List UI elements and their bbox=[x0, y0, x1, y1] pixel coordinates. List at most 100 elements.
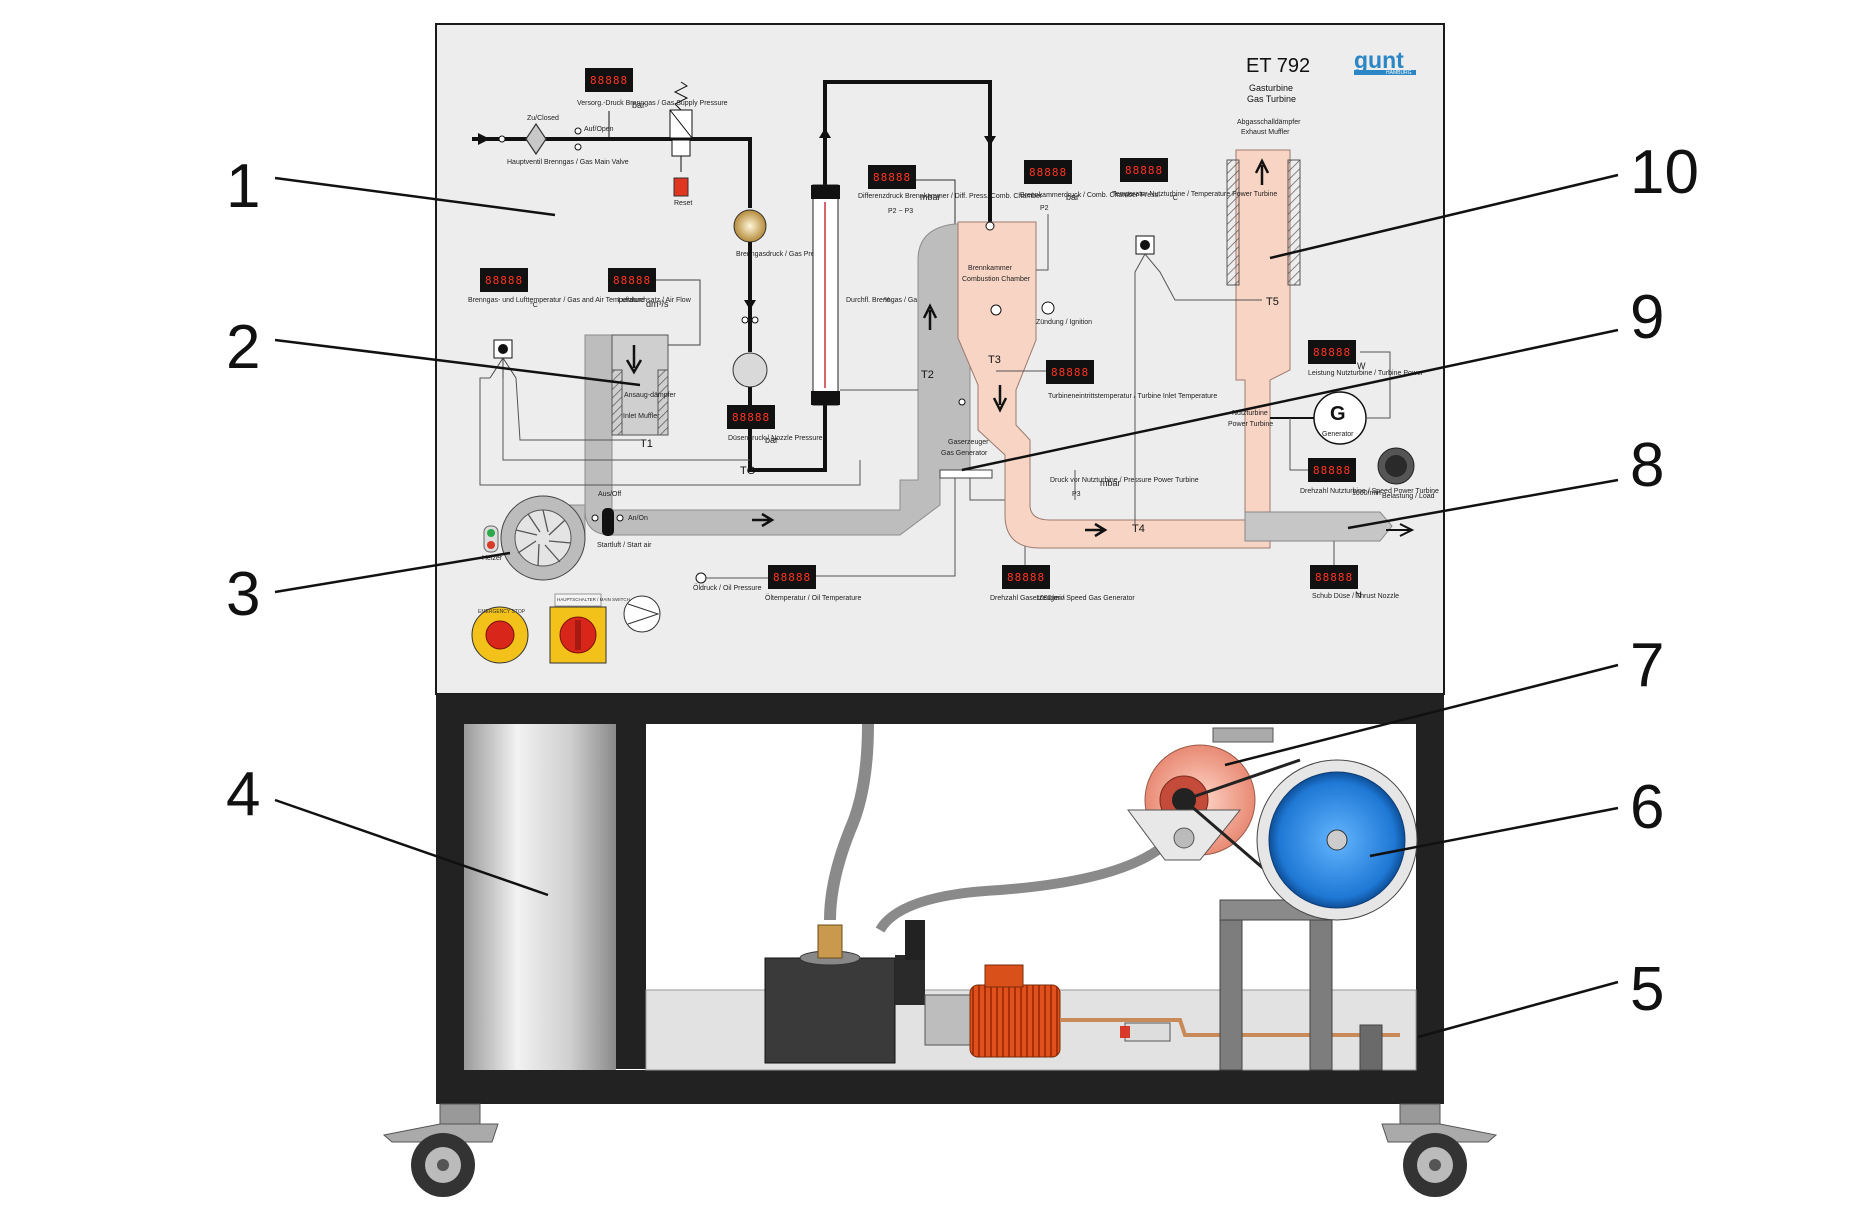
display-gas-supply-pressure-reading: 88888 bbox=[590, 74, 628, 87]
tg-label: TG bbox=[740, 465, 755, 477]
display-turbine-inlet-temp bbox=[1046, 360, 1094, 384]
exhaust-out-arrow bbox=[1386, 523, 1415, 537]
callout-5: 5 bbox=[1630, 955, 1664, 1024]
gas-generator-en: Gas Generator bbox=[941, 450, 988, 457]
title-de: Gasturbine bbox=[1249, 83, 1293, 93]
air-hose bbox=[824, 723, 874, 921]
main-valve-label: Hauptventil Brenngas / Gas Main Valve bbox=[507, 159, 629, 166]
load-knob-center[interactable] bbox=[1385, 455, 1407, 477]
gas-pressure-gauge bbox=[733, 209, 767, 243]
pressure-switch bbox=[1124, 1022, 1171, 1042]
load-label: Belastung / Load bbox=[1382, 493, 1435, 500]
display-turbine-power-reading: 88888 bbox=[1313, 346, 1351, 359]
gunt-logo-sub: HAMBURG bbox=[1386, 70, 1412, 76]
display-speed-power-turbine bbox=[1308, 458, 1356, 482]
t4-label: T4 bbox=[1132, 523, 1145, 535]
flow-point-2 bbox=[751, 316, 759, 324]
gas-main-valve[interactable] bbox=[525, 122, 547, 156]
speed-power-turbine-label: Drehzahl Nutzturbine / Speed Power Turbi… bbox=[1300, 488, 1439, 495]
compressor-wheel bbox=[514, 509, 572, 567]
air-flow-unit: dm³/s bbox=[646, 299, 669, 309]
gas-regulator bbox=[732, 352, 768, 388]
callout-10: 10 bbox=[1630, 138, 1699, 207]
reset-label: Reset bbox=[674, 200, 692, 207]
main-switch-handle[interactable] bbox=[575, 620, 581, 650]
oil-hose bbox=[875, 836, 1174, 933]
rotameter-bottom-cap bbox=[811, 391, 840, 405]
drive-belt-top bbox=[1183, 758, 1301, 802]
display-nozzle-pressure bbox=[727, 405, 775, 429]
gas-supply-pressure-label: Versorg.-Druck Brenngas / Gas Supply Pre… bbox=[577, 100, 728, 107]
comb-chamber-pressure-unit: bar bbox=[1066, 192, 1079, 202]
display-diff-pressure-reading: 88888 bbox=[873, 171, 911, 184]
inlet-muffler-de: Ansaug-dämpfer bbox=[624, 392, 676, 399]
speed-gas-generator-label: Drehzahl Gaserzeuger / Speed Gas Generat… bbox=[990, 595, 1135, 602]
motor-terminal-box bbox=[984, 964, 1024, 988]
diff-pressure-formula: P2 − P3 bbox=[888, 208, 913, 215]
emergency-stop-button[interactable] bbox=[485, 620, 515, 650]
temp-selector-knob[interactable] bbox=[498, 344, 508, 354]
display-turbine-power bbox=[1308, 340, 1356, 364]
caster-left bbox=[382, 1103, 499, 1197]
display-speed-power-turbine-reading: 88888 bbox=[1313, 464, 1351, 477]
display-turbine-inlet-temp-reading: 88888 bbox=[1051, 366, 1089, 379]
generator-hub bbox=[1326, 829, 1348, 851]
auf-open-point-1 bbox=[574, 127, 582, 135]
start-air-valve[interactable] bbox=[602, 508, 614, 536]
zu-closed-label: Zu/Closed bbox=[527, 115, 559, 122]
diff-pressure-label: Differenzdruck Brennkammer / Diff. Press… bbox=[858, 193, 1043, 200]
exhaust-muffler-en: Exhaust Muffler bbox=[1241, 129, 1290, 136]
callout-1: 1 bbox=[226, 152, 260, 221]
pressure-switch-tip bbox=[1120, 1026, 1130, 1038]
gunt-logo: gunt bbox=[1354, 47, 1404, 73]
gas-supply-pressure-unit: bar bbox=[632, 100, 645, 110]
inlet-muffler-hatch-right bbox=[657, 369, 669, 436]
generator-speed-line bbox=[1289, 418, 1310, 471]
power-turbine-temp-lines bbox=[1134, 253, 1262, 525]
combustion-chamber-de: Brennkammer bbox=[968, 265, 1013, 272]
air-flow-label: Luftdurchsatz / Air Flow bbox=[618, 297, 692, 304]
gas-pressure-label: Brenngasdruck / Gas Pressure bbox=[736, 251, 832, 258]
reset-button[interactable] bbox=[673, 177, 689, 197]
display-gas-supply-pressure bbox=[585, 68, 633, 92]
display-air-flow-reading: 88888 bbox=[613, 274, 651, 287]
ignition-indicator bbox=[1041, 301, 1055, 315]
display-gas-air-temp-reading: 88888 bbox=[485, 274, 523, 287]
display-temp-power-turbine-reading: 88888 bbox=[1125, 164, 1163, 177]
heater-label: Heizer bbox=[482, 555, 503, 562]
compressor-blades bbox=[515, 509, 572, 567]
display-nozzle-pressure-reading: 88888 bbox=[732, 411, 770, 424]
stand-bracket bbox=[1359, 1024, 1383, 1071]
model-title: ET 792 bbox=[1246, 55, 1310, 77]
diff-pressure-unit: mbar bbox=[920, 192, 941, 202]
hot-gas-right-arrow bbox=[1085, 522, 1108, 538]
auf-open-point-2 bbox=[574, 143, 582, 151]
exhaust-muffler-de: Abgasschalldämpfer bbox=[1237, 119, 1301, 126]
hot-gas-down-arrow bbox=[992, 385, 1008, 413]
oil-solenoid bbox=[905, 920, 925, 960]
exhaust-up-arrow bbox=[1254, 158, 1270, 185]
gas-air-temp-label: Brenngas- und Lufttemperatur / Gas and A… bbox=[468, 297, 645, 304]
gas-tank bbox=[464, 724, 616, 1070]
turbine-exhaust-flange bbox=[1212, 727, 1274, 743]
turbine-bolt bbox=[1173, 827, 1195, 849]
callout-7: 7 bbox=[1630, 631, 1664, 700]
callout-4: 4 bbox=[226, 760, 260, 829]
combustion-sight-point bbox=[990, 304, 1002, 316]
brass-fitting bbox=[817, 924, 843, 959]
temp-selector-knob-2[interactable] bbox=[1140, 240, 1150, 250]
temp-sensor-lines bbox=[479, 377, 861, 486]
oil-temp-line bbox=[816, 470, 956, 577]
oil-pressure-label: Öldruck / Oil Pressure bbox=[693, 584, 762, 592]
gunt-logo-bar bbox=[1354, 70, 1416, 75]
power-turbine-en: Power Turbine bbox=[1228, 421, 1273, 428]
gas-up-arrow bbox=[819, 128, 831, 138]
zu-closed-point bbox=[498, 135, 506, 143]
burner-nozzle bbox=[985, 221, 995, 231]
aus-off-label: Aus/Off bbox=[598, 491, 621, 498]
main-switch-label: HAUPTSCHALTER / MAIN SWITCH bbox=[557, 597, 630, 602]
thrust-nozzle bbox=[1244, 511, 1393, 542]
generator-power-line bbox=[1360, 351, 1391, 419]
oil-valve-block bbox=[895, 955, 925, 1005]
